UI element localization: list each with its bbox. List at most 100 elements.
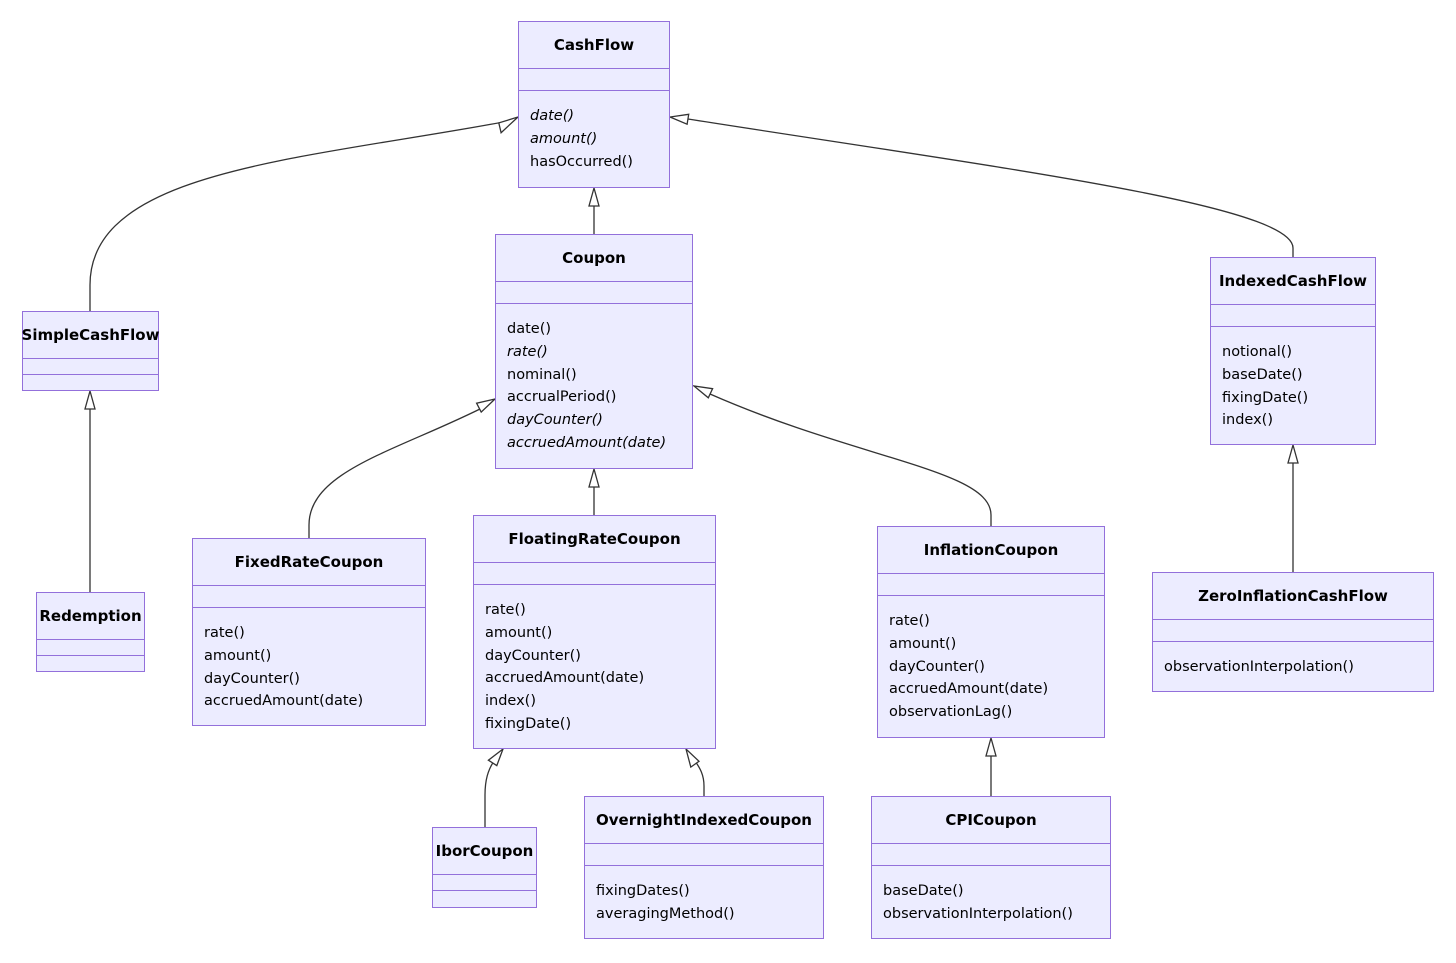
method-list: rate() amount() dayCounter() accruedAmount(… — [485, 599, 711, 736]
class-name: ZeroInflationCashFlow — [1198, 587, 1388, 605]
method: date() — [507, 321, 552, 337]
compartment-divider — [1153, 641, 1433, 642]
method: rate() — [889, 613, 930, 629]
compartment-divider — [37, 639, 144, 640]
abstract-method: dayCounter() — [507, 412, 603, 429]
compartment-divider — [23, 374, 158, 375]
class-iborcoupon: IborCoupon — [432, 827, 537, 908]
compartment-divider — [1211, 326, 1375, 327]
method-list: rate()amount()dayCounter()accruedAmount(… — [204, 622, 421, 713]
edge-simplecashflow-to-cashflow — [89, 120, 510, 311]
arrowhead-icon — [684, 746, 701, 769]
class-name: FixedRateCoupon — [234, 553, 384, 571]
arrowhead-icon — [691, 385, 714, 399]
class-name: InflationCoupon — [923, 541, 1059, 559]
compartment-divider — [1211, 304, 1375, 305]
method: baseDate() — [1222, 366, 1303, 383]
method: rate() — [485, 602, 526, 618]
class-zeroinflationcashflow: ZeroInflationCashFlow observationInterpol… — [1152, 572, 1434, 692]
method: notional() — [1222, 344, 1293, 360]
class-name: FloatingRateCoupon — [508, 530, 681, 548]
edge-fixedratecoupon-to-coupon — [308, 404, 489, 538]
abstract-method: accruedAmount(date) — [507, 434, 667, 451]
method: rate() — [204, 625, 245, 641]
compartment-divider — [433, 890, 536, 891]
arrowhead-icon — [487, 747, 505, 767]
compartment-divider — [37, 655, 144, 656]
class-overnightindexedcoupon: OvernightIndexedCoupon fixingDates() avera… — [584, 796, 824, 939]
compartment-divider — [878, 595, 1104, 596]
class-name: OvernightIndexedCoupon — [596, 811, 812, 829]
compartment-divider — [878, 573, 1104, 574]
method-list: date() amount() hasOccurred() — [530, 105, 665, 173]
arrowhead-icon — [498, 116, 519, 134]
arrowhead-icon — [588, 185, 600, 207]
method: dayCounter() — [485, 647, 581, 664]
compartment-divider — [474, 584, 715, 585]
method: nominal() — [507, 366, 577, 383]
abstract-method: rate() — [507, 343, 548, 360]
compartment-divider — [433, 874, 536, 875]
compartment-divider — [496, 281, 692, 282]
compartment-divider — [496, 303, 692, 304]
class-redemption: Redemption — [36, 592, 145, 672]
method: fixingDate() — [485, 715, 572, 732]
method: observationInterpolation() — [883, 905, 1073, 922]
method: dayCounter() — [889, 658, 985, 675]
method: fixingDates() — [596, 883, 690, 899]
compartment-divider — [193, 607, 425, 608]
method: accrualPeriod() — [507, 389, 617, 406]
class-name: IborCoupon — [435, 842, 534, 860]
class-cpicoupon: CPICoupon baseDate() observationInterpolat… — [871, 796, 1111, 939]
edge-overnightindexedcoupon-to-floatingratecoupon — [694, 760, 705, 796]
method: accruedAmount(date) — [889, 681, 1049, 698]
method: fixingDate() — [1222, 389, 1309, 406]
arrowhead-icon — [84, 388, 96, 410]
abstract-method: amount() — [530, 130, 598, 147]
compartment-divider — [872, 865, 1110, 866]
compartment-divider — [1153, 619, 1433, 620]
method: accruedAmount(date) — [485, 670, 645, 687]
method-list: rate() amount() dayCounter() accruedAmount(… — [889, 610, 1100, 724]
method: observationInterpolation() — [1164, 659, 1354, 675]
class-name: Coupon — [562, 249, 626, 267]
method: hasOccurred() — [530, 153, 633, 170]
compartment-divider — [519, 68, 669, 69]
compartment-divider — [23, 358, 158, 359]
compartment-divider — [474, 562, 715, 563]
method-list: baseDate() observationInterpolation() — [883, 880, 1106, 926]
method: amount() — [204, 647, 272, 664]
arrowhead-icon — [588, 466, 600, 488]
class-name: SimpleCashFlow — [21, 326, 160, 344]
compartment-divider — [519, 90, 669, 91]
method-list: date() rate() nominal() accrualPeriod() dayC… — [507, 318, 688, 455]
method: amount() — [889, 635, 957, 652]
class-cashflow: CashFlow date() amount() hasOccurred() — [518, 21, 670, 188]
method-list: observationInterpolation() — [1164, 656, 1429, 679]
method-list: fixingDates() averagingMethod() — [596, 880, 819, 926]
edge-iborcoupon-to-floatingratecoupon — [484, 760, 495, 827]
abstract-method: date() — [530, 108, 575, 124]
arrowhead-icon — [1287, 442, 1299, 464]
method: averagingMethod() — [596, 905, 735, 922]
class-name: Redemption — [39, 607, 142, 625]
method: accruedAmount(date) — [204, 693, 364, 710]
compartment-divider — [872, 843, 1110, 844]
arrowhead-icon — [985, 735, 997, 757]
arrowhead-icon — [475, 397, 498, 414]
compartment-divider — [193, 585, 425, 586]
class-floatingratecoupon: FloatingRateCoupon rate() amount() dayCount… — [473, 515, 716, 749]
class-coupon: Coupon date() rate() nominal() accrualPeriod… — [495, 234, 693, 469]
class-inflationcoupon: InflationCoupon rate() amount() dayCounter(… — [877, 526, 1105, 738]
compartment-divider — [585, 843, 823, 844]
method: baseDate() — [883, 883, 964, 899]
edge-indexedcashflow-to-cashflow — [687, 118, 1294, 257]
class-simplecashflow: SimpleCashFlow — [22, 311, 159, 391]
method: index() — [485, 693, 536, 710]
method: amount() — [485, 624, 553, 641]
class-name: CPICoupon — [945, 811, 1037, 829]
class-name: CashFlow — [553, 36, 635, 54]
